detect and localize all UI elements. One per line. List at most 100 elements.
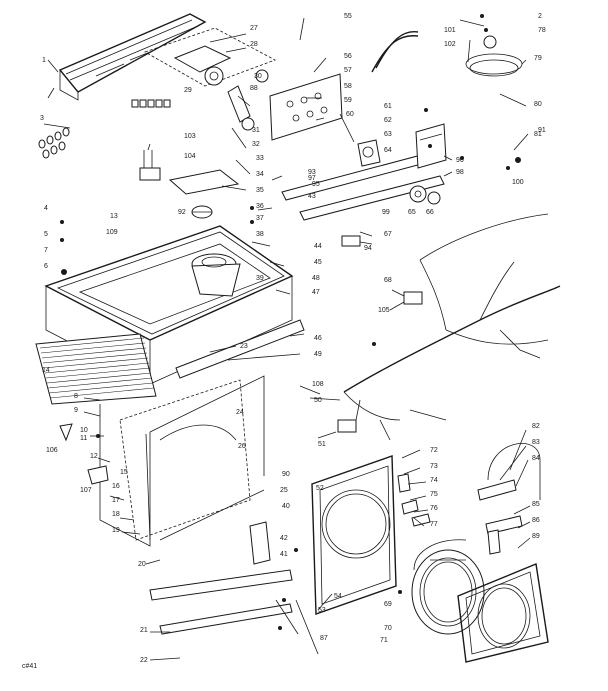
callout-37: 37 [256,215,264,222]
callout-65: 65 [408,209,416,216]
callout-68: 68 [384,277,392,284]
callout-29: 29 [184,87,192,94]
door-89 [457,563,549,663]
callout-98: 98 [456,169,464,176]
callout-4: 4 [44,205,48,212]
front-panel-strips [149,521,293,635]
thermostat-94 [341,235,361,247]
callout-34: 34 [256,171,264,178]
toe-strip [175,319,305,379]
drum-seal-outer [413,539,467,571]
door-frame-52 [311,455,397,615]
callout-78: 78 [538,27,546,34]
small-knobs-left [38,127,70,159]
callout-57: 57 [344,67,352,74]
callout-105: 105 [378,307,390,314]
callout-21: 21 [140,627,148,634]
callout-39: 39 [256,275,264,282]
callout-76: 76 [430,505,438,512]
callout-33: 33 [256,155,264,162]
callout-93: 93 [308,169,316,176]
callout-58: 58 [344,83,352,90]
callout-100: 100 [512,179,524,186]
gears-65-66 [409,185,441,205]
callout-48: 48 [312,275,320,282]
cabinet-body [99,375,265,547]
callout-11: 11 [80,435,87,442]
lint-filter-plate [191,205,213,219]
callout-35: 35 [256,187,264,194]
callout-95: 95 [312,181,320,188]
callout-25: 25 [280,487,288,494]
callout-20: 20 [138,561,146,568]
callout-16: 16 [112,483,120,490]
callout-18: 18 [112,511,120,518]
callout-73: 73 [430,463,438,470]
small-fasteners [60,14,521,630]
callout-56: 56 [344,53,352,60]
callout-59: 59 [344,97,352,104]
callout-2: 2 [538,13,542,20]
callout-labels: 1 2 3 4 5 6 7 8 9 10 11 12 13 14 15 16 1… [22,13,546,670]
callout-107: 107 [80,487,92,494]
callout-83: 83 [532,439,540,446]
callout-109: 109 [106,229,118,236]
callout-45: 45 [314,259,322,266]
callout-36: 36 [256,203,264,210]
drum-70-71 [411,549,485,635]
callout-44: 44 [314,243,322,250]
callout-17: 17 [112,497,120,504]
callout-64: 64 [384,147,392,154]
callout-28: 28 [250,41,258,48]
callout-9: 9 [74,407,78,414]
callout-31: 31 [252,127,260,134]
knob-row [131,99,171,108]
callout-7: 7 [44,247,48,254]
nameplate [168,169,240,195]
callout-77: 77 [430,521,438,528]
callout-43: 43 [308,193,316,200]
callout-23: 23 [240,343,248,350]
callout-32: 32 [252,141,260,148]
front-grille [35,333,157,405]
callout-101: 101 [444,27,456,34]
callout-12: 12 [90,453,98,460]
callout-89: 89 [532,533,540,540]
callout-79: 79 [534,55,542,62]
callout-38: 38 [256,231,264,238]
hose-101 [371,31,419,73]
callout-63: 63 [384,131,392,138]
callout-10: 10 [80,427,88,434]
callout-19: 19 [112,527,120,534]
callout-1: 1 [42,57,46,64]
callout-3: 3 [40,115,44,122]
callout-94: 94 [364,245,372,252]
leader-lines [43,17,531,661]
callout-27: 27 [250,25,258,32]
wiring-harness [337,213,561,441]
callout-13: 13 [110,213,118,220]
callout-50: 50 [314,397,322,404]
callout-67: 67 [384,231,392,238]
callout-75: 75 [430,491,438,498]
callout-24: 24 [236,409,244,416]
callout-42: 42 [280,535,288,542]
callout-55: 55 [344,13,352,20]
callout-52: 52 [316,485,324,492]
callout-96: 96 [456,157,464,164]
callout-8: 8 [74,393,78,400]
callout-88: 88 [250,85,258,92]
callout-60: 60 [346,111,354,118]
callout-47: 47 [312,289,320,296]
callout-80: 80 [534,101,542,108]
callout-102: 102 [444,41,456,48]
callout-53: 53 [318,607,326,614]
cord-79 [465,35,523,77]
callout-14: 14 [42,367,50,374]
timer-assembly [144,27,276,131]
callout-30: 30 [254,73,262,80]
callout-49: 49 [314,351,322,358]
callout-74: 74 [430,477,438,484]
callout-87: 87 [320,635,328,642]
